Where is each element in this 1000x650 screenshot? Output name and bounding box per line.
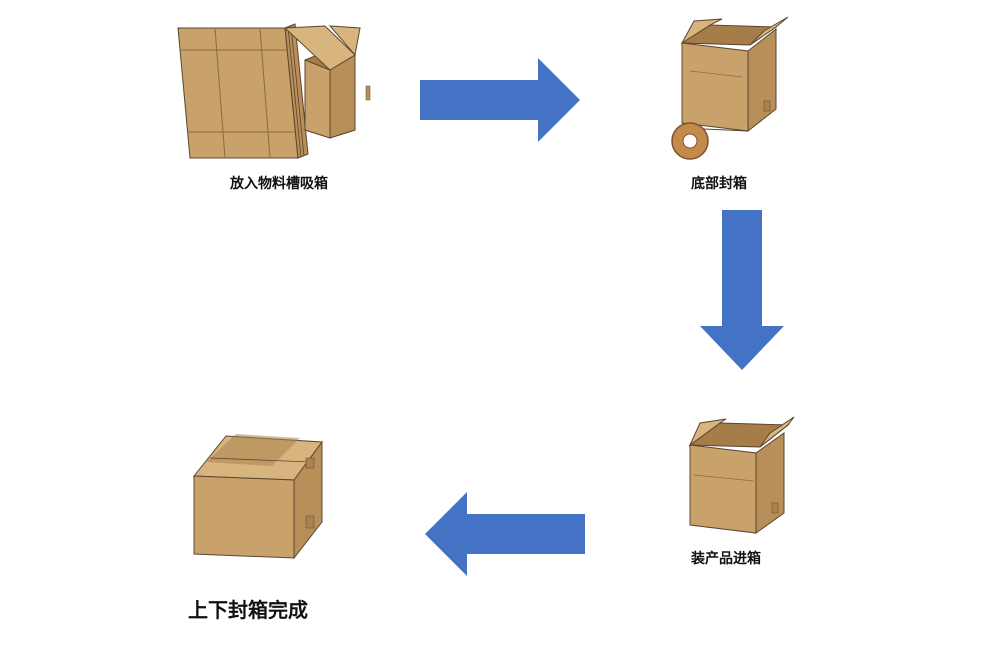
box-side-face bbox=[293, 440, 323, 560]
arrow-left-icon bbox=[425, 492, 585, 576]
step-label-3: 装产品进箱 bbox=[691, 551, 761, 567]
arrow-left-shape bbox=[425, 492, 585, 576]
box-front-face bbox=[689, 444, 757, 534]
box-front-face bbox=[681, 42, 749, 132]
sealing-tape bbox=[206, 434, 300, 466]
flat-carton-blank bbox=[177, 27, 299, 159]
box-side-face bbox=[755, 432, 785, 534]
bottom-sealing-box-illustration bbox=[671, 16, 789, 160]
step-label-1: 放入物料槽吸箱 bbox=[230, 176, 328, 192]
arrow-right-shape bbox=[420, 58, 580, 142]
loaded-box-illustration bbox=[688, 416, 795, 534]
arrow-down-icon bbox=[700, 210, 784, 370]
step-label-4: 上下封箱完成 bbox=[188, 598, 308, 622]
open-box-magazine-illustration bbox=[177, 23, 371, 159]
box-side-face bbox=[747, 27, 777, 133]
arrow-down-shape bbox=[700, 210, 784, 370]
box-front-face bbox=[193, 475, 295, 559]
step-label-2: 底部封箱 bbox=[691, 176, 747, 192]
sealed-box-illustration bbox=[192, 434, 323, 560]
arrow-right-icon bbox=[420, 58, 580, 142]
